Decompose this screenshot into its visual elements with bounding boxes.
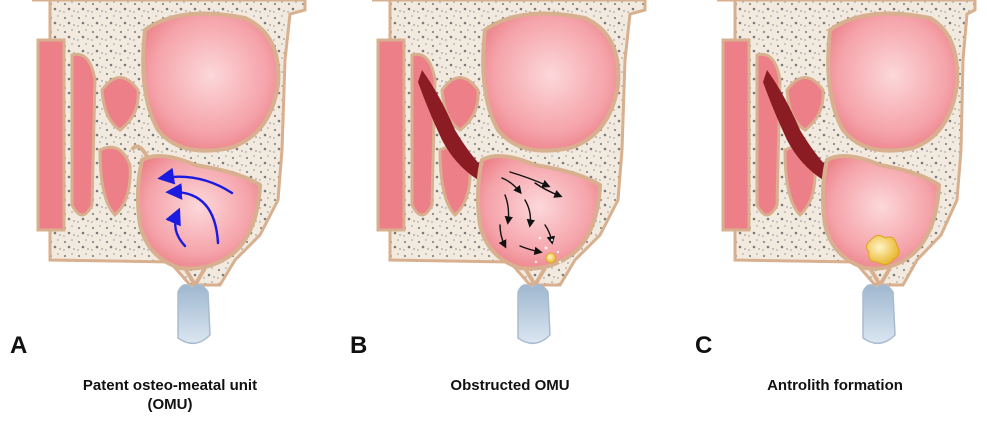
nasal-cavity	[378, 40, 404, 230]
sinus-illustration-antrolith	[705, 0, 987, 360]
sinus-illustration-patent	[20, 0, 320, 360]
sinus-illustration-obstructed	[360, 0, 660, 360]
panel-letter-b: B	[350, 334, 367, 358]
panel-letter-c: C	[695, 334, 712, 358]
turbinate	[72, 54, 95, 215]
caption-c-line1: Antrolith formation	[705, 376, 965, 395]
orbit	[483, 14, 618, 151]
panel-b: B Obstructed OMU	[360, 0, 660, 424]
tooth	[178, 285, 210, 344]
orbit	[143, 14, 278, 151]
caption-a-line1: Patent osteo-meatal unit	[20, 376, 320, 395]
panel-a: A Patent osteo-meatal unit (OMU)	[20, 0, 320, 424]
small-stone-icon	[546, 253, 556, 263]
orbit	[828, 14, 957, 151]
caption-b-line1: Obstructed OMU	[360, 376, 660, 395]
tooth	[518, 285, 550, 344]
nasal-cavity	[723, 40, 749, 230]
caption-b: Obstructed OMU	[360, 376, 660, 395]
caption-a-line2: (OMU)	[20, 395, 320, 414]
caption-c: Antrolith formation	[705, 376, 965, 395]
panel-letter-a: A	[10, 334, 27, 358]
tooth	[863, 285, 895, 344]
panel-c: C Antrolith formation	[705, 0, 987, 424]
nasal-cavity	[38, 40, 64, 230]
caption-a: Patent osteo-meatal unit (OMU)	[20, 376, 320, 414]
